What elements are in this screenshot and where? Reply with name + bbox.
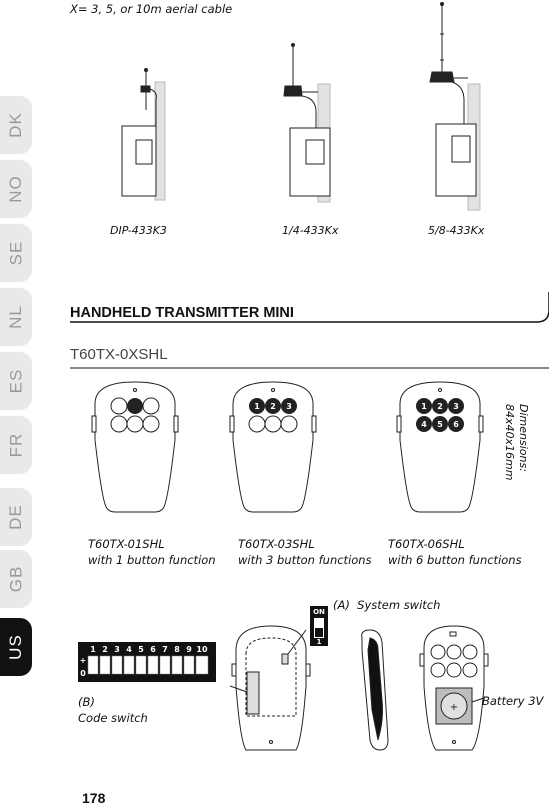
code-switch-number: 9 [186,645,192,654]
language-tab-dk[interactable]: DK [0,96,32,154]
transmitter-caption-1: T60TX-01SHL with 1 button function [88,537,216,567]
assembly-diagrams: 1 2 3 4 5 6 7 8 9 10 + 0 ON 1 [78,606,489,751]
button-number: 2 [437,402,443,411]
system-switch-one: 1 [317,638,322,646]
code-switch-zero: 0 [80,669,86,678]
code-switch-number: 5 [138,645,144,654]
button-number: 4 [421,420,427,429]
transmitter-illustrations: 1 2 3 1 2 3 4 5 6 [91,381,484,513]
language-tab-gb[interactable]: GB [0,550,32,608]
language-tab-nl[interactable]: NL [0,288,32,346]
code-switch-plus: + [80,656,87,665]
antenna-five-eighths-illustration [429,2,481,211]
antenna-quarter-illustration [283,43,331,203]
transmitter-3-illustration [229,381,317,513]
button-number: 2 [270,402,276,411]
button-number: 6 [453,420,459,429]
section-title: HANDHELD TRANSMITTER MINI [70,305,294,321]
code-switch-caption: (B) Code switch [78,694,148,726]
code-switch-number: 6 [150,645,156,654]
transmitter-1-illustration [91,381,179,513]
battery-label: Battery 3V [482,694,544,708]
section-rules [70,292,549,369]
language-tab-no[interactable]: NO [0,160,32,218]
code-switch-label-b: (B) [78,695,95,709]
dimensions-value: 84x40x16mm [503,404,516,481]
language-tab-es[interactable]: ES [0,352,32,410]
code-switch-number: 10 [196,645,208,654]
code-switch-label: Code switch [78,711,148,725]
cable-note: X= 3, 5, or 10m aerial cable [70,2,233,16]
side-view [361,629,389,751]
button-number: 1 [254,402,260,411]
transmitter-caption-3: T60TX-03SHL with 3 button functions [238,537,372,567]
page-number: 178 [82,790,106,806]
system-switch-diagram: ON 1 [310,606,328,646]
antenna-dip-illustration [121,68,166,201]
language-tab-us[interactable]: US [0,618,32,676]
battery-back-view [419,625,489,751]
dimensions-label: Dimensions: [517,404,530,472]
code-switch-number: 1 [90,645,96,654]
button-number: 5 [437,420,443,429]
antenna-illustrations [121,2,481,211]
section-subtitle: T60TX-0XSHL [70,346,168,363]
code-switch-diagram: 1 2 3 4 5 6 7 8 9 10 + 0 [78,642,216,682]
antenna-label-quarter: 1/4-433Kx [282,224,339,237]
button-number: 3 [453,402,459,411]
dimensions-note: Dimensions: 84x40x16mm [502,404,530,504]
system-switch-label: (A) System switch [333,598,441,612]
code-switch-number: 4 [126,645,132,654]
code-switch-number: 7 [162,645,168,654]
button-number: 3 [286,402,292,411]
system-switch-on: ON [313,608,325,616]
open-back-view [229,625,311,751]
antenna-label-dip: DIP-433K3 [110,224,167,237]
code-switch-number: 3 [114,645,120,654]
transmitter-caption-6: T60TX-06SHL with 6 button functions [388,537,522,567]
language-tab-fr[interactable]: FR [0,416,32,474]
code-switch-number: 8 [174,645,180,654]
language-tab-se[interactable]: SE [0,224,32,282]
code-switch-number: 2 [102,645,108,654]
antenna-label-five-eighths: 5/8-433Kx [428,224,485,237]
button-number: 1 [421,402,427,411]
battery-plus: + [450,702,458,713]
transmitter-6-illustration [396,381,484,513]
language-tab-de[interactable]: DE [0,488,32,546]
